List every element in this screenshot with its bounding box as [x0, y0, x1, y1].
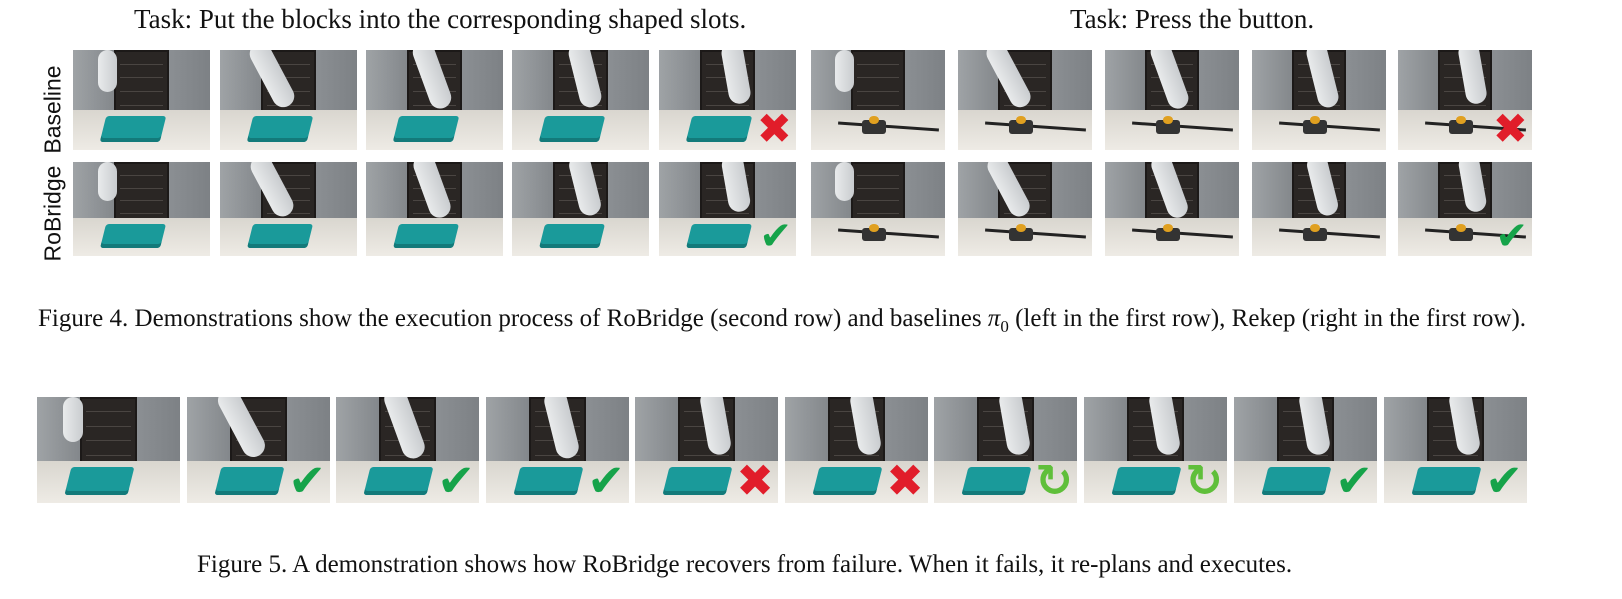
figure-4-caption-text-rest: (left in the first row), Rekep (right in… — [1008, 305, 1527, 332]
figure-4-caption: Figure 4. Demonstrations show the execut… — [38, 302, 1598, 344]
robridge-button-frame — [1105, 162, 1239, 256]
task-title-button: Task: Press the button. — [1070, 4, 1315, 34]
robridge-blocks-frame — [366, 162, 503, 256]
robridge-button-frame — [1252, 162, 1386, 256]
pi-symbol: π — [987, 305, 1001, 332]
check-icon: ✔ — [1485, 454, 1523, 503]
check-icon: ✔ — [1495, 214, 1528, 256]
baseline-button-frame — [958, 50, 1092, 150]
check-icon: ✔ — [437, 454, 475, 503]
robridge-button-frame: ✔ — [1398, 162, 1532, 256]
check-icon: ✔ — [587, 454, 625, 503]
baseline-blocks-frame — [73, 50, 210, 150]
cross-icon: ✖ — [1492, 104, 1528, 150]
robridge-blocks-frame — [73, 162, 210, 256]
recovery-frame: ↻ — [1084, 397, 1227, 503]
baseline-blocks-frame: ✖ — [659, 50, 796, 150]
baseline-blocks-frame — [512, 50, 649, 150]
baseline-button-frame — [1252, 50, 1386, 150]
robot-arm — [97, 50, 117, 92]
robot-arm — [835, 50, 854, 92]
retry-icon: ↻ — [1035, 454, 1073, 503]
task-title-blocks: Task: Put the blocks into the correspond… — [134, 4, 747, 34]
recovery-frame: ✔ — [187, 397, 330, 503]
robridge-blocks-frame — [512, 162, 649, 256]
cross-icon: ✖ — [886, 454, 924, 503]
recovery-frame — [37, 397, 180, 503]
baseline-blocks-frame — [366, 50, 503, 150]
row-label-robridge: RoBridge — [39, 165, 66, 262]
recovery-frame: ✔ — [1384, 397, 1527, 503]
baseline-button-frame: ✖ — [1398, 50, 1532, 150]
check-icon: ✔ — [1335, 454, 1373, 503]
robridge-button-frame — [811, 162, 945, 256]
baseline-button-frame — [1105, 50, 1239, 150]
row-label-baseline: Baseline — [39, 65, 66, 154]
baseline-blocks-frame — [220, 50, 357, 150]
retry-icon: ↻ — [1185, 454, 1223, 503]
recovery-frame: ✔ — [486, 397, 629, 503]
robot-arm — [62, 397, 83, 442]
robridge-blocks-frame — [220, 162, 357, 256]
baseline-button-frame — [811, 50, 945, 150]
robridge-blocks-frame: ✔ — [659, 162, 796, 256]
pi-subscript: 0 — [1000, 317, 1009, 336]
check-icon: ✔ — [759, 214, 792, 256]
recovery-frame: ✖ — [785, 397, 928, 503]
robot-arm — [835, 162, 854, 202]
robridge-button-frame — [958, 162, 1092, 256]
recovery-frame: ↻ — [934, 397, 1077, 503]
cross-icon: ✖ — [736, 454, 774, 503]
cross-icon: ✖ — [756, 104, 792, 150]
recovery-frame: ✖ — [635, 397, 778, 503]
figure-4-caption-text: Figure 4. Demonstrations show the execut… — [38, 305, 988, 332]
recovery-frame: ✔ — [1234, 397, 1377, 503]
recovery-frame: ✔ — [336, 397, 479, 503]
check-icon: ✔ — [288, 454, 326, 503]
robot-arm — [97, 162, 117, 202]
figure-5-caption: Figure 5. A demonstration shows how RoBr… — [197, 551, 1293, 578]
